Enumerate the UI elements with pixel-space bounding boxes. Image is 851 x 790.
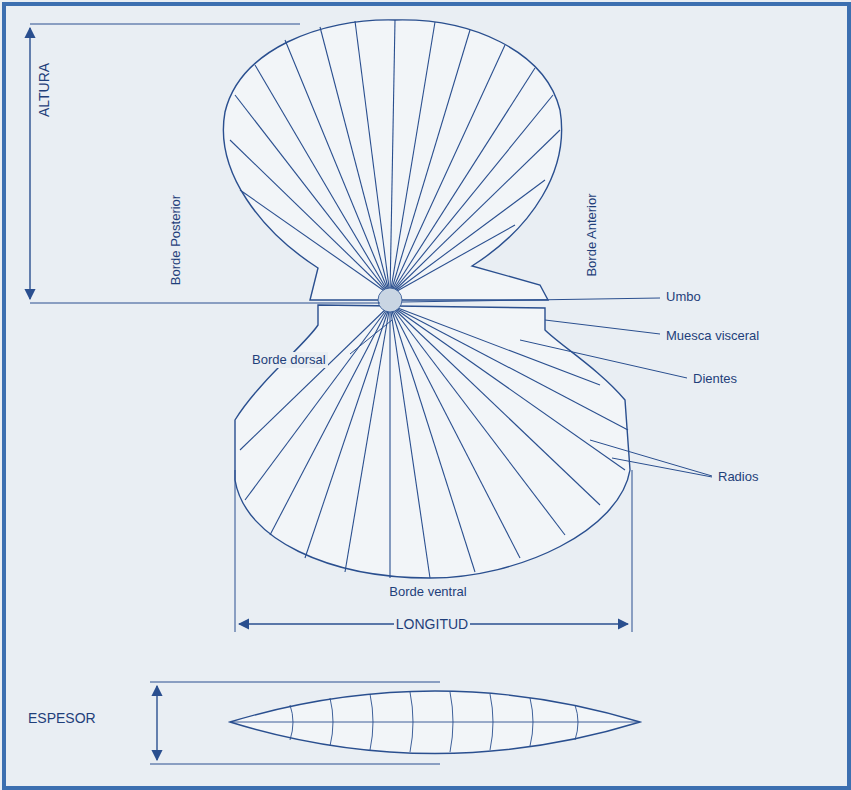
part-name: Muesca visceral: [664, 328, 761, 344]
edge-name: Borde ventral: [387, 584, 468, 600]
dimension-label: ALTURA: [36, 61, 52, 119]
edge-name: Borde Posterior: [168, 193, 184, 287]
edge-name: Borde dorsal: [250, 352, 328, 368]
part-name: Dientes: [691, 371, 739, 387]
part-name: Umbo: [664, 289, 703, 305]
edge-name: Borde Anterior: [584, 191, 600, 278]
part-name: Radios: [716, 469, 760, 485]
dimension-label: ESPESOR: [26, 710, 98, 726]
dimension-label: LONGITUD: [394, 616, 470, 632]
